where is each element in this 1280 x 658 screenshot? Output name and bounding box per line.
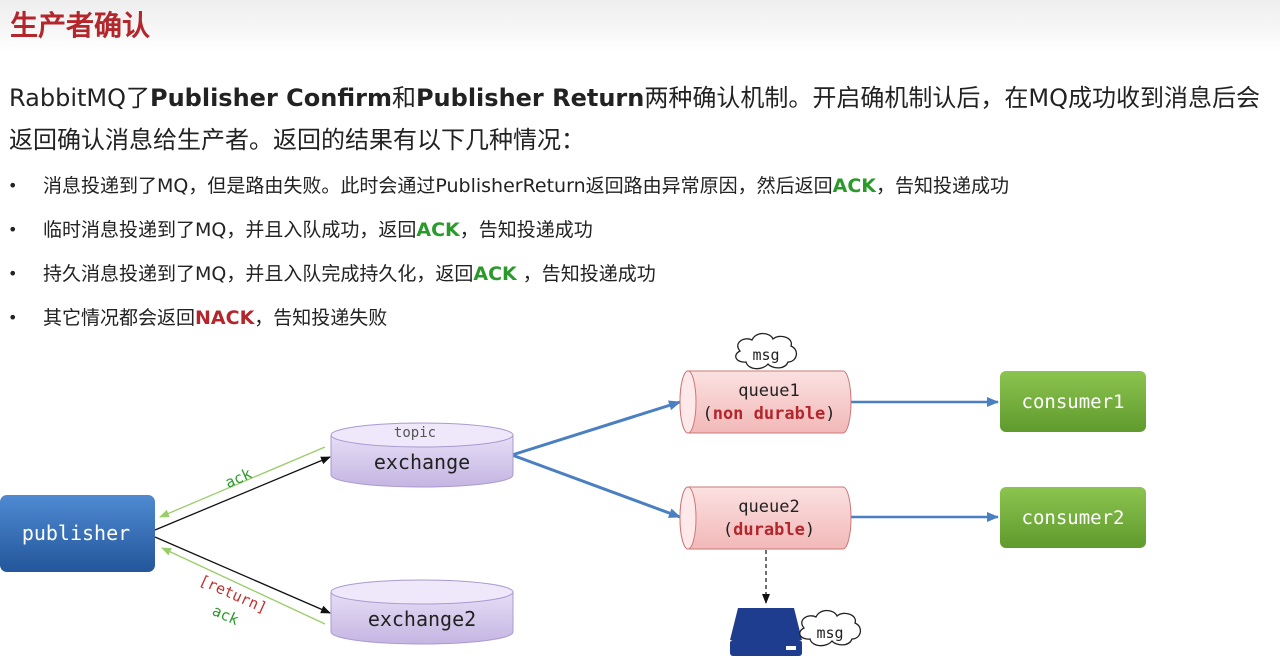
bullet-text-end: ，告知投递成功 (459, 219, 593, 241)
queue2-open-paren: ( (723, 520, 733, 540)
bullet-text-end: ，告知投递成功 (876, 175, 1010, 197)
consumer2-label: consumer2 (1022, 507, 1125, 529)
route-arrow-queue2 (511, 453, 681, 519)
queue2-close-paren: ) (805, 520, 815, 540)
bullet-dot: • (8, 308, 18, 327)
route-arrow-queue1 (511, 400, 681, 457)
consumer1-label: consumer1 (1022, 391, 1125, 413)
ack-arrow-bottom (161, 547, 326, 625)
consumer2-node: consumer2 (1000, 487, 1146, 548)
bullet-dot: • (8, 220, 18, 239)
bullet-text: 其它情况都会返回 (43, 307, 196, 329)
intro-bold-publisher-confirm: Publisher Confirm (150, 84, 392, 112)
queue2-mode: (durable) (723, 520, 815, 540)
intro-text-1: RabbitMQ了 (9, 84, 150, 112)
ack-keyword: ACK (473, 263, 517, 285)
publisher-label: publisher (22, 521, 130, 545)
intro-paragraph: RabbitMQ了Publisher Confirm和Publisher Ret… (9, 77, 1274, 161)
exchange-label: exchange (374, 450, 470, 474)
queue2-durability: durable (733, 520, 805, 540)
ack-keyword: ACK (832, 175, 876, 197)
queue1-name: queue1 (738, 381, 799, 401)
bullet-text: 消息投递到了MQ，但是路由失败。此时会通过PublisherReturn返回路由… (43, 175, 833, 197)
queue1-open-paren: ( (702, 404, 712, 424)
exchange2-node: exchange2 (330, 579, 514, 645)
ack-arrow-top (159, 446, 326, 518)
publisher-node: publisher (0, 495, 155, 572)
publish-arrow-exchange2 (154, 536, 331, 614)
intro-text-2: 和 (391, 84, 416, 112)
bullet-dot: • (8, 264, 18, 283)
queue1-close-paren: ) (825, 404, 835, 424)
bullet-text: 临时消息投递到了MQ，并且入队成功，返回 (43, 219, 417, 241)
intro-text-3: 两种确认机制。开启确机制认后，在MQ成功收到消息后会返回确认消息给生产者。返回的… (9, 84, 1260, 154)
bullet-text: 持久消息投递到了MQ，并且入队完成持久化，返回 (43, 263, 474, 285)
title-bar (0, 0, 1280, 52)
queue1-mode: (non durable) (702, 404, 835, 424)
disk-storage-icon (730, 608, 802, 656)
msg-cloud-disk-icon: msg (799, 609, 862, 647)
bullet-text-end: ，告知投递成功 (516, 263, 656, 285)
ack-label-top: ack (222, 464, 254, 491)
queue2-node: queue2 (durable) (679, 486, 852, 550)
bullet-dot: • (8, 176, 18, 195)
msg-cloud-icon: msg (735, 332, 798, 370)
queue2-name: queue2 (738, 497, 799, 517)
queue1-durability: non durable (713, 404, 826, 424)
publish-arrow-exchange (154, 456, 331, 531)
consumer1-node: consumer1 (1000, 371, 1146, 432)
intro-bold-publisher-return: Publisher Return (415, 84, 645, 112)
nack-keyword: NACK (195, 307, 255, 329)
ack-keyword: ACK (416, 219, 460, 241)
bullet-text-end: ，告知投递失败 (254, 307, 388, 329)
exchange-type-label: topic (394, 425, 436, 441)
msg-label-queue: msg (752, 346, 779, 364)
msg-label-disk: msg (816, 624, 843, 642)
exchange-node: topic exchange (330, 422, 514, 488)
queue1-node: queue1 (non durable) (679, 370, 852, 434)
page-title: 生产者确认 (10, 9, 151, 42)
ack-label-bottom: ack (209, 601, 241, 628)
exchange2-label: exchange2 (368, 607, 476, 631)
